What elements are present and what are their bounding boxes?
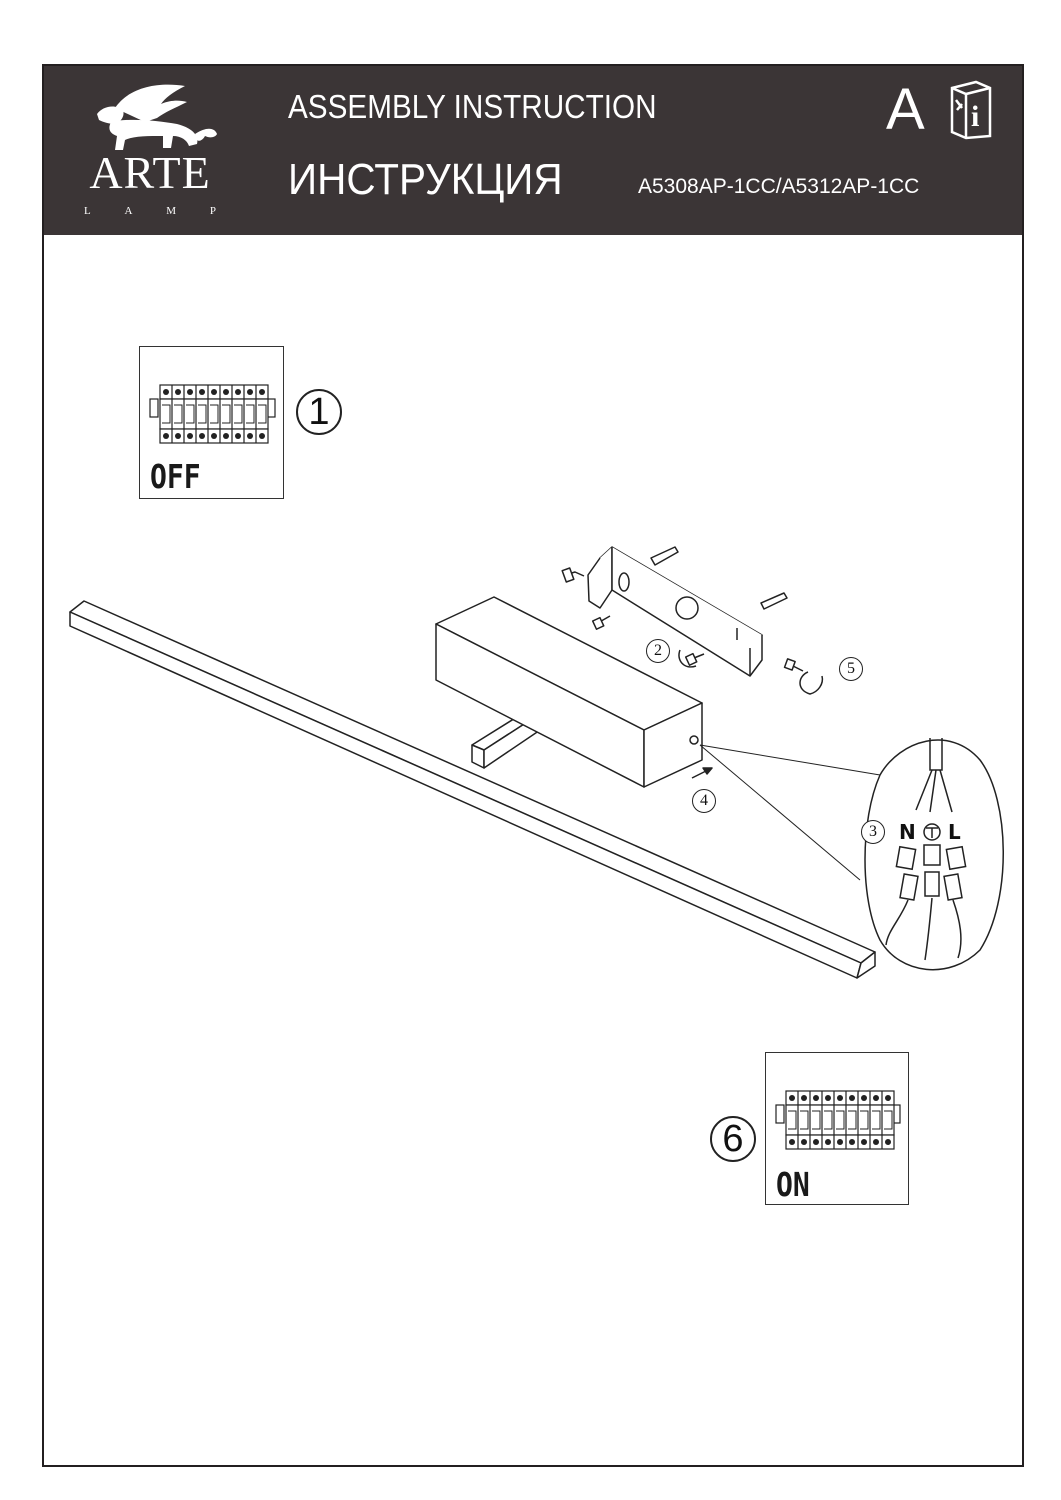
page-frame xyxy=(42,64,1024,1467)
brand-subtitle: L A M P xyxy=(78,205,222,217)
manual-book-icon: i xyxy=(950,80,992,140)
title-english: ASSEMBLY INSTRUCTION xyxy=(288,88,657,125)
step-5-marker: 5 xyxy=(839,657,863,681)
terminal-block-on-icon xyxy=(775,1090,901,1150)
svg-text:i: i xyxy=(971,100,979,133)
live-label: L xyxy=(948,820,961,844)
terminal-block-off-icon xyxy=(149,384,276,444)
brand-sub-letter: P xyxy=(209,205,216,217)
griffin-logo-icon xyxy=(97,84,217,150)
language-code: A xyxy=(886,77,925,142)
brand-sub-letter: L xyxy=(84,205,91,217)
connector-off-panel: OFF xyxy=(139,346,284,499)
model-number: A5308AP-1CC/A5312AP-1CC xyxy=(638,175,920,198)
step-4-marker: 4 xyxy=(692,789,716,813)
title-russian: ИНСТРУКЦИЯ xyxy=(288,155,563,204)
step-6-marker: 6 xyxy=(710,1116,756,1162)
brand-sub-letter: A xyxy=(124,205,133,217)
off-label: OFF xyxy=(150,457,201,496)
brand-name: ARTE xyxy=(89,147,211,198)
on-label: ON xyxy=(776,1165,810,1204)
brand-sub-letter: M xyxy=(166,205,177,217)
step-1-marker: 1 xyxy=(296,389,342,435)
connector-on-panel: ON xyxy=(765,1052,909,1205)
step-3-marker: 3 xyxy=(861,820,885,844)
header-bar xyxy=(42,64,1024,235)
neutral-label: N xyxy=(899,820,916,844)
step-2-marker: 2 xyxy=(646,639,670,663)
